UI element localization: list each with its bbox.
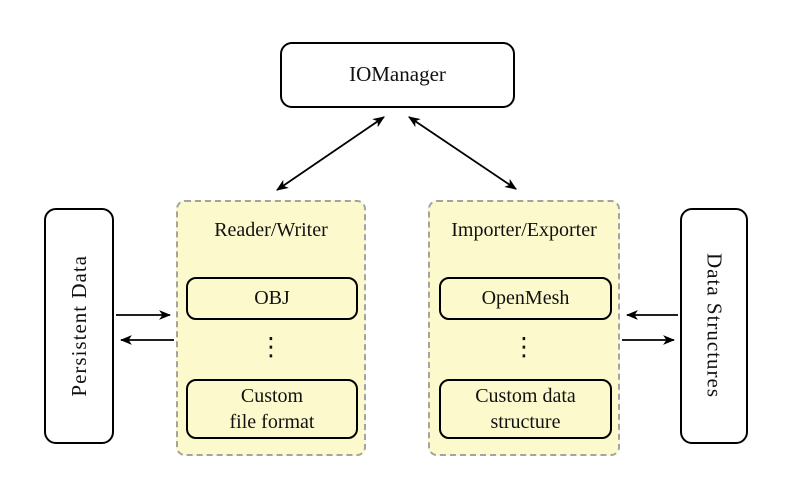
node-obj: OBJ [186, 277, 358, 320]
iomanager-label: IOManager [349, 62, 446, 87]
vertical-ellipsis: ⋮ [258, 332, 284, 361]
group-reader-writer-title: Reader/Writer [214, 219, 328, 241]
arrow-iomanager-importerexporter [408, 116, 517, 190]
vertical-ellipsis: ⋮ [511, 332, 537, 361]
custom-file-format-label: Custom file format [229, 384, 315, 433]
obj-label: OBJ [254, 287, 290, 310]
node-openmesh: OpenMesh [439, 277, 612, 320]
openmesh-label: OpenMesh [481, 287, 570, 310]
custom-data-structure-label: Custom data structure [475, 384, 576, 433]
data-structures-label: Data Structures [702, 253, 727, 399]
persistent-data-label: Persistent Data [66, 255, 91, 397]
node-custom-file-format: Custom file format [186, 379, 358, 439]
group-importer-exporter-title: Importer/Exporter [451, 219, 597, 241]
node-iomanager: IOManager [280, 42, 515, 108]
node-persistent-data: Persistent Data [44, 208, 114, 444]
group-reader-writer: Reader/Writer OBJ ⋮ Custom file format [176, 200, 366, 456]
node-custom-data-structure: Custom data structure [439, 379, 612, 439]
group-importer-exporter: Importer/Exporter OpenMesh ⋮ Custom data… [428, 200, 620, 456]
node-data-structures: Data Structures [680, 208, 748, 444]
arrow-iomanager-readerwriter [276, 116, 385, 191]
